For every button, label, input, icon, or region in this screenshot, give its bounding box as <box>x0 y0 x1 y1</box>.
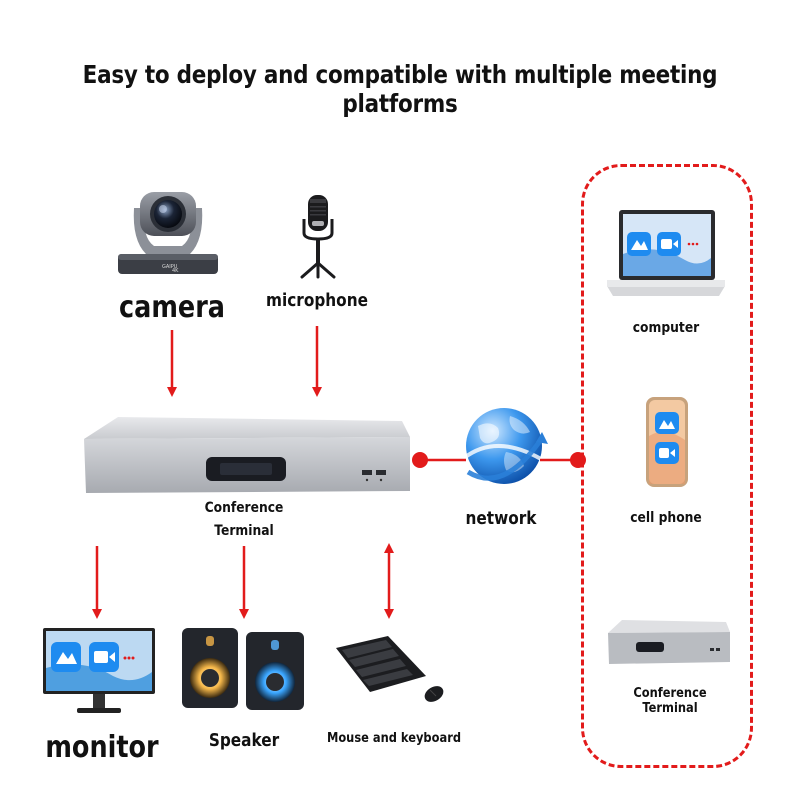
terminal-label-line2: Terminal <box>214 523 274 539</box>
terminal-label-line1: Conference <box>204 500 284 516</box>
cell-phone-label: cell phone <box>630 510 702 526</box>
microphone-icon <box>300 195 336 279</box>
cell-phone-icon <box>646 397 688 487</box>
remote-devices-group <box>581 164 753 768</box>
camera-badge-text: 4K <box>172 268 179 274</box>
remote-conference-terminal-device <box>608 620 730 664</box>
camera-label: camera <box>119 290 225 325</box>
monitor-label: monitor <box>45 730 159 765</box>
terminal-network-dot <box>412 452 428 468</box>
mouse-keyboard-label: Mouse and keyboard <box>326 731 462 746</box>
network-label: network <box>465 508 537 529</box>
monitor-icon <box>43 628 155 713</box>
microphone-label: microphone <box>266 290 368 311</box>
laptop-icon <box>607 210 725 296</box>
ptz-camera-icon: GAIPU 4K <box>118 192 218 274</box>
speaker-icon <box>182 628 304 710</box>
computer-label: computer <box>632 320 700 336</box>
speaker-label: Speaker <box>208 730 280 751</box>
keyboard-mouse-icon <box>336 636 444 702</box>
remote-terminal-label: Conference Terminal <box>633 686 707 716</box>
page-title: Easy to deploy and compatible with multi… <box>82 60 718 118</box>
camera-brand-text: GAIPU <box>162 264 178 270</box>
conference-terminal-device <box>84 417 410 493</box>
network-globe-icon <box>462 408 548 484</box>
